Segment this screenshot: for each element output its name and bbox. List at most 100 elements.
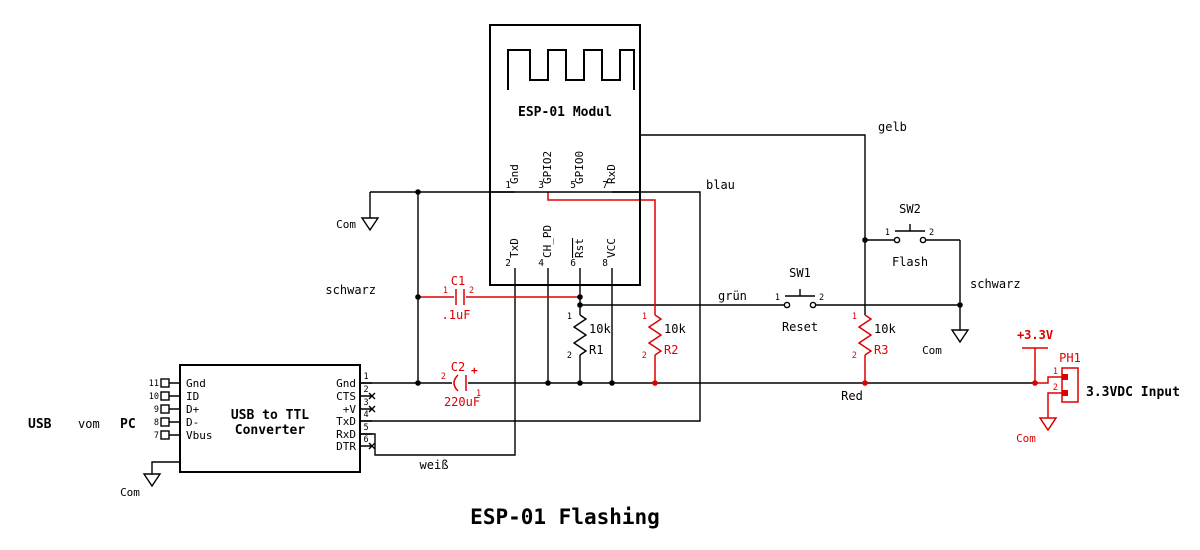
wire-gelb-gpio0	[640, 134, 866, 315]
usb-pad	[160, 404, 170, 414]
esp-pin8-name: VCC	[605, 238, 618, 258]
junction-dot	[652, 380, 658, 386]
c2-value: 220uF	[444, 395, 480, 409]
usb-label: USB	[28, 417, 52, 432]
junction-dot	[957, 302, 963, 308]
sw2-ref: SW2	[899, 202, 921, 216]
sw1-contact	[783, 301, 791, 309]
r2-pin1: 1	[642, 312, 647, 322]
esp-pin1-name: Gnd	[508, 164, 521, 184]
no-connect-icon	[368, 392, 376, 400]
sw1-ref: SW1	[789, 266, 811, 280]
conv-rpin-num: 1	[363, 372, 368, 382]
conv-lpin-num: 10	[149, 392, 159, 402]
wire-label-schwarz-top: schwarz	[325, 283, 376, 297]
converter-right-pins: 1 2 3 4 5 6 Gnd CTS +V TxD RxD DTR	[336, 372, 376, 453]
power-3v3-label: +3.3V	[1017, 328, 1053, 342]
page-title: ESP-01 Flashing	[470, 505, 660, 529]
esp-pin5-num: 5	[570, 180, 576, 191]
capacitor-c2: + C2 220uF 2 1	[441, 360, 481, 409]
esp-pin8-num: 8	[602, 258, 608, 269]
r1-pin1: 1	[567, 312, 572, 322]
usb-pad	[160, 378, 170, 388]
sw2-pin2: 2	[929, 228, 934, 238]
sw2-actuator	[895, 224, 925, 232]
esp-pin3-num: 3	[538, 180, 544, 191]
r3-ref: R3	[874, 343, 888, 357]
c2-pin1: 1	[476, 389, 481, 399]
r3-pin2: 2	[852, 351, 857, 361]
conv-rpin-num: 4	[363, 410, 368, 420]
r2-ref: R2	[664, 343, 678, 357]
wire-sw2-right-schwarz	[926, 239, 961, 330]
ph1-body	[1061, 367, 1079, 403]
wire-blau-conv-txd	[360, 191, 701, 422]
esp-pin7-num: 7	[602, 180, 608, 191]
esp-pin7-name: RxD	[605, 164, 618, 184]
connector-ph1: PH1 3.3VDC Input 1 2	[1053, 351, 1180, 403]
junction-dot	[415, 294, 421, 300]
junction-dot	[415, 189, 421, 195]
conv-rpin-stubs	[360, 382, 372, 447]
sw2-contact	[919, 236, 927, 244]
usb-pad	[160, 391, 170, 401]
wire-ph1-pin2	[1047, 392, 1062, 418]
wire-label-gelb: gelb	[878, 120, 907, 134]
sw1-actuator	[785, 289, 815, 297]
ph1-pin-pad	[1062, 390, 1068, 396]
r2-zigzag	[647, 314, 663, 356]
esp-module-label: ESP-01 Modul	[518, 105, 612, 120]
usb-ttl-converter: USB to TTL Converter 11 10 9 8 7 Gnd ID …	[149, 364, 376, 473]
ph1-pin-pad	[1062, 374, 1068, 380]
junction-dot	[609, 380, 615, 386]
conv-rpin-name: DTR	[336, 440, 356, 453]
sw2-value: Flash	[892, 255, 928, 269]
usb-pc-labels: USB vom PC	[28, 417, 136, 432]
wire-label-weiss: weiß	[420, 458, 449, 472]
ground-symbol-switches: Com	[922, 329, 970, 357]
ph1-ref: PH1	[1059, 351, 1081, 365]
capacitor-c1: C1 .1uF 1 2	[418, 274, 580, 322]
r1-pin2: 2	[567, 351, 572, 361]
esp-antenna-icon	[507, 49, 635, 90]
wires-black	[360, 134, 1035, 456]
conv-lpin-name: Vbus	[186, 429, 213, 442]
sw2-contact	[893, 236, 901, 244]
r3-zigzag	[857, 314, 873, 356]
c1-ref: C1	[451, 274, 465, 288]
r3-value: 10k	[874, 322, 896, 336]
ground-label: Com	[120, 486, 140, 499]
conv-rpin-num: 5	[363, 423, 368, 433]
ground-symbol-converter: Com	[120, 461, 180, 499]
c1-value: .1uF	[442, 308, 471, 322]
esp-pin2-name: TxD	[508, 238, 521, 258]
r1-value: 10k	[589, 322, 611, 336]
conv-rpin-num: 3	[363, 398, 368, 408]
no-connect-icon	[368, 405, 376, 413]
usb-pad	[160, 430, 170, 440]
conv-rpin-name: +V	[343, 403, 357, 416]
ground-symbol-ph1: Com	[1016, 417, 1058, 445]
converter-name-line1: USB to TTL	[231, 408, 309, 423]
resistor-r1: 10k R1 1 2	[567, 312, 612, 361]
conv-lpin-name: ID	[186, 390, 199, 403]
converter-name-line2: Converter	[235, 423, 306, 438]
esp-pin2-num: 2	[505, 258, 511, 269]
junction-dot	[415, 380, 421, 386]
sw1-value: Reset	[782, 320, 818, 334]
junction-dot	[862, 380, 868, 386]
esp-pin4-name: CH_PD	[541, 225, 554, 258]
esp-pin6-name: Rst	[573, 238, 586, 258]
wire-ph1-pin1	[1035, 376, 1062, 384]
resistor-r2: 10k R2 1 2	[642, 312, 687, 361]
c2-plus: +	[471, 364, 478, 377]
conv-lpin-num: 9	[154, 405, 159, 415]
conv-lpin-num: 8	[154, 418, 159, 428]
c2-pin2: 2	[441, 372, 446, 382]
esp-module: ESP-01 Modul 1 3 5 7 Gnd GPIO2 GPIO0 RxD…	[489, 24, 641, 286]
esp-pin3-name: GPIO2	[541, 151, 554, 184]
sw1-pin2: 2	[819, 293, 824, 303]
converter-box	[179, 364, 361, 473]
no-connect-icon	[368, 442, 376, 450]
